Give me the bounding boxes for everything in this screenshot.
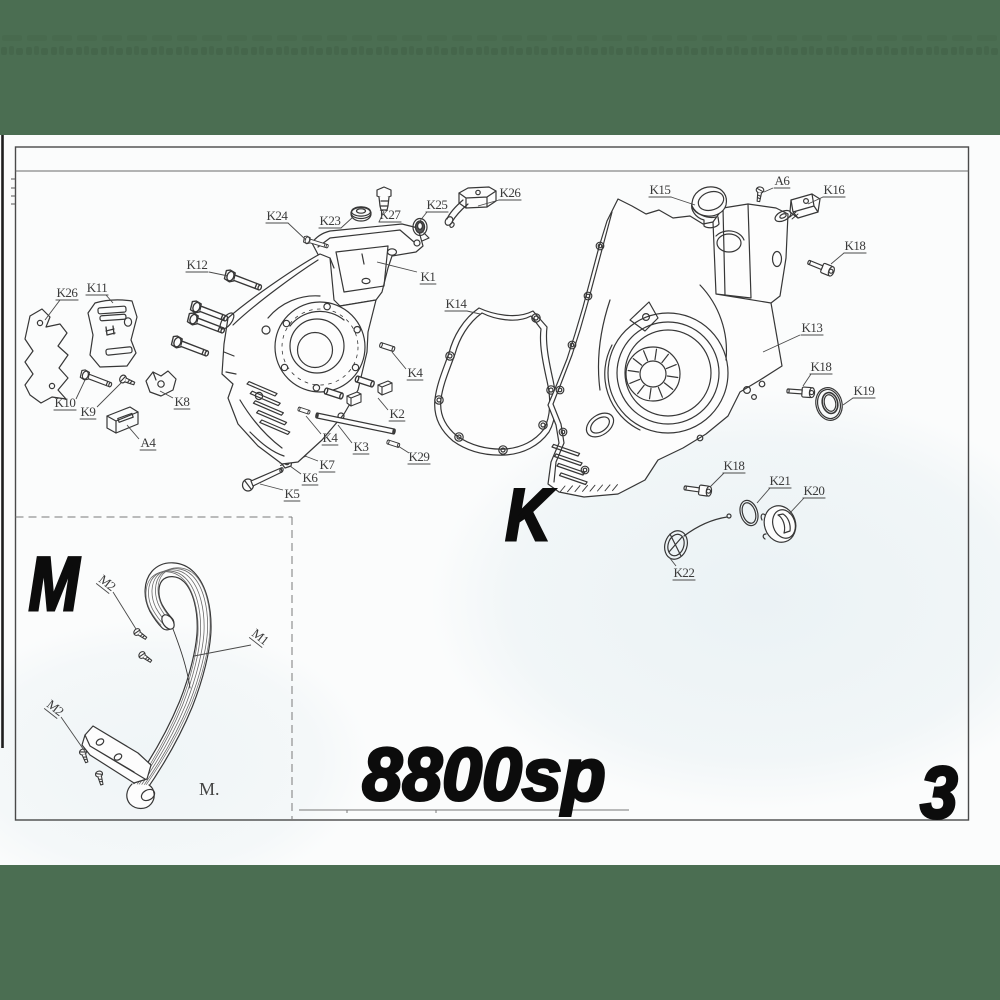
svg-text:A6: A6 — [775, 173, 791, 188]
svg-text:K25: K25 — [427, 197, 448, 212]
svg-text:K14: K14 — [446, 296, 468, 311]
svg-text:K26: K26 — [500, 185, 522, 200]
svg-text:K11: K11 — [87, 280, 107, 295]
svg-text:K18: K18 — [811, 359, 832, 374]
svg-text:K12: K12 — [187, 257, 208, 272]
svg-text:K24: K24 — [267, 208, 289, 223]
svg-text:K4: K4 — [323, 430, 339, 445]
svg-text:K8: K8 — [175, 394, 190, 409]
svg-text:K7: K7 — [320, 457, 336, 472]
svg-text:K4: K4 — [408, 365, 424, 380]
svg-text:K: K — [505, 475, 555, 556]
svg-text:K13: K13 — [802, 320, 823, 335]
svg-text:K20: K20 — [804, 483, 825, 498]
svg-text:K2: K2 — [390, 406, 405, 421]
svg-text:M.: M. — [199, 779, 220, 799]
svg-text:3: 3 — [920, 752, 957, 833]
svg-text:K1: K1 — [421, 269, 436, 284]
svg-text:K29: K29 — [409, 449, 430, 464]
svg-text:K3: K3 — [354, 439, 369, 454]
svg-text:K9: K9 — [81, 404, 96, 419]
svg-text:K10: K10 — [55, 395, 76, 410]
svg-text:K5: K5 — [285, 486, 300, 501]
svg-text:8800sp: 8800sp — [362, 734, 605, 816]
svg-text:K27: K27 — [380, 207, 402, 222]
svg-text:K18: K18 — [845, 238, 866, 253]
svg-text:M: M — [29, 542, 81, 627]
svg-text:K18: K18 — [724, 458, 745, 473]
svg-text:K19: K19 — [854, 383, 875, 398]
svg-text:K22: K22 — [674, 565, 695, 580]
svg-text:K15: K15 — [650, 182, 671, 197]
svg-text:A4: A4 — [141, 435, 157, 450]
svg-text:K26: K26 — [57, 285, 79, 300]
svg-text:K21: K21 — [770, 473, 791, 488]
svg-text:K23: K23 — [320, 213, 341, 228]
svg-text:K16: K16 — [824, 182, 846, 197]
svg-text:K6: K6 — [303, 470, 319, 485]
